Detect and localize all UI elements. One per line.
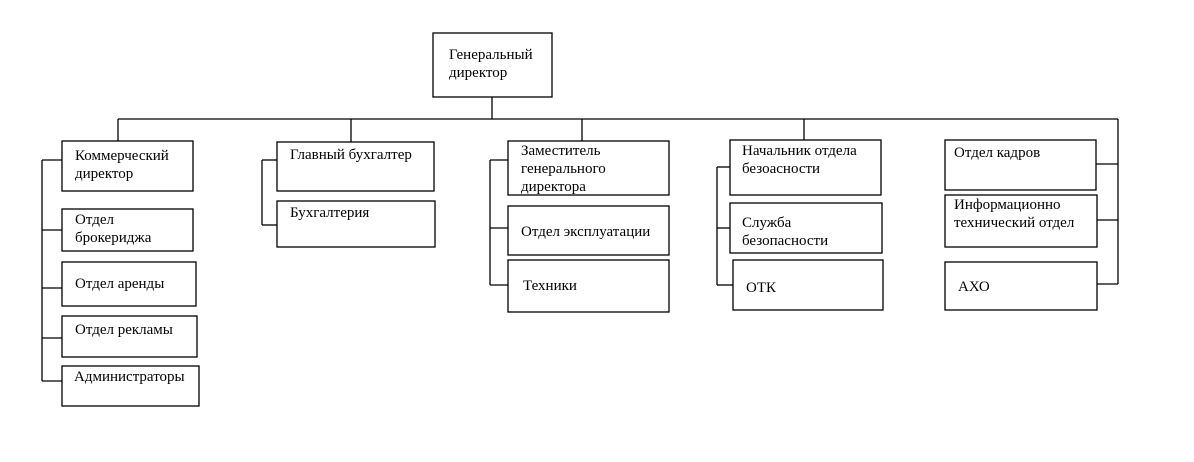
org-box-frame: [61, 261, 197, 307]
org-box-label: Коммерческий: [75, 148, 169, 164]
org-box-label: Отдел аренды: [75, 276, 164, 292]
org-box-frame: [729, 202, 883, 254]
org-box-label: ОТК: [746, 280, 777, 296]
org-box-rent-dept: Отдел аренды: [61, 261, 197, 307]
org-box-it-dept: Информационно технический отдел: [944, 194, 1098, 248]
org-box-advertising-dept: Отдел рекламы: [61, 315, 198, 358]
org-box-label: директор: [449, 65, 507, 81]
org-box-label: директор: [75, 166, 133, 182]
org-box-security-head: Начальник отдела безоасности: [729, 139, 882, 196]
org-boxes: ГенеральныйдиректорКоммерческийдиректорО…: [61, 32, 1098, 407]
org-box-label: Отдел эксплуатации: [521, 224, 650, 240]
org-box-label: Главный бухгалтер: [290, 147, 412, 163]
org-box-frame: [944, 194, 1098, 248]
org-box-label: безоасности: [742, 161, 820, 177]
org-box-brokerage-dept: Отдел брокериджа: [61, 208, 194, 252]
org-box-frame: [507, 259, 670, 313]
org-box-label: Техники: [523, 278, 577, 294]
org-box-hr-dept: Отдел кадров: [944, 139, 1097, 191]
org-box-label: Генеральный: [449, 47, 533, 63]
org-box-frame: [61, 140, 194, 192]
org-box-label: брокериджа: [75, 230, 152, 246]
org-box-frame: [61, 208, 194, 252]
org-box-label: Отдел: [75, 212, 114, 228]
org-box-frame: [729, 139, 882, 196]
org-box-security-service: Служба безопасности: [729, 202, 883, 254]
org-box-label: Отдел рекламы: [75, 322, 173, 338]
org-box-label: Отдел кадров: [954, 145, 1040, 161]
org-box-label: технический отдел: [954, 215, 1075, 231]
org-box-frame: [61, 315, 198, 358]
org-box-aho: АХО: [944, 261, 1098, 311]
org-box-chief-accountant: Главный бухгалтер: [276, 141, 435, 192]
org-box-frame: [507, 140, 670, 196]
org-box-label: АХО: [958, 279, 990, 295]
org-box-frame: [507, 205, 670, 256]
org-box-otk: ОТК: [732, 259, 884, 311]
org-box-label: Начальник отдела: [742, 143, 857, 159]
org-box-label: генерального: [521, 161, 606, 177]
org-box-operations-dept: Отдел эксплуатации: [507, 205, 670, 256]
org-box-frame: [732, 259, 884, 311]
org-box-frame: [944, 139, 1097, 191]
org-box-frame: [944, 261, 1098, 311]
org-box-administrators: Администраторы: [61, 365, 200, 407]
org-box-frame: [432, 32, 553, 98]
org-box-label: Информационно: [954, 197, 1061, 213]
org-box-label: Администраторы: [74, 369, 185, 385]
org-box-label: Заместитель: [521, 143, 601, 159]
org-box-label: безопасности: [742, 233, 828, 249]
org-box-label: Бухгалтерия: [290, 205, 369, 221]
org-box-deputy-director: Заместитель генерального директора: [507, 140, 670, 196]
org-box-label: Служба: [742, 215, 792, 231]
org-box-technicians: Техники: [507, 259, 670, 313]
org-box-accounting-dept: Бухгалтерия: [276, 200, 436, 248]
org-box-ceo: Генеральный директор: [432, 32, 553, 98]
org-box-frame: [276, 141, 435, 192]
org-box-label: директора: [521, 179, 586, 195]
org-box-frame: [276, 200, 436, 248]
org-box-frame: [61, 365, 200, 407]
org-box-commercial-director: Коммерческий директор: [61, 140, 194, 192]
connector-lines: [41, 97, 1119, 382]
